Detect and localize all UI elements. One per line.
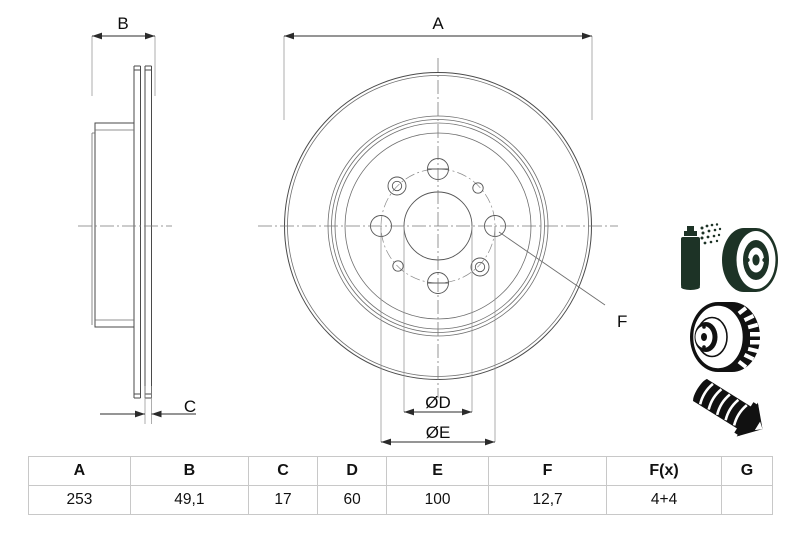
table-value-cell: 49,1	[129, 485, 249, 515]
specification-table: A B C D E F F(x) G 253 49,1 17 60 100 12…	[28, 456, 774, 515]
dimension-A	[283, 32, 593, 120]
table-header-cell: A	[28, 456, 131, 486]
label-OE: ØE	[426, 423, 451, 442]
label-OD: ØD	[425, 393, 451, 412]
table-value-cell: 12,7	[487, 485, 608, 515]
label-C: C	[184, 397, 196, 416]
countersunk-screw-icon	[692, 378, 763, 437]
table-value-cell: 17	[247, 485, 319, 515]
side-view-group	[78, 32, 196, 424]
table-header-cell: F(x)	[606, 456, 722, 486]
leader-F	[498, 231, 606, 306]
table-header-cell: G	[720, 456, 774, 486]
table-header-cell: D	[317, 456, 388, 486]
small-location-holes	[392, 182, 484, 272]
dimension-C	[100, 386, 196, 424]
table-header-cell: C	[247, 456, 319, 486]
front-view-group: F	[258, 32, 627, 446]
table-value-cell: 60	[317, 485, 388, 515]
table-value-row: 253 49,1 17 60 100 12,7 4+4	[28, 485, 774, 515]
table-header-cell: E	[386, 456, 489, 486]
label-A: A	[432, 14, 444, 33]
table-header-cell: B	[129, 456, 249, 486]
dimension-B	[91, 32, 156, 96]
table-header-cell: F	[487, 456, 608, 486]
table-value-cell: 100	[386, 485, 489, 515]
label-F: F	[617, 312, 627, 331]
spray-can-and-disc-icon	[681, 223, 778, 292]
table-header-row: A B C D E F F(x) G	[28, 456, 774, 486]
ventilated-disc-icon	[690, 302, 760, 372]
product-icon-column	[672, 222, 796, 444]
dimension-OE	[380, 226, 496, 446]
dimension-OD	[403, 226, 473, 416]
retaining-screw-holes	[387, 176, 490, 277]
table-value-cell: 253	[28, 485, 131, 515]
label-B: B	[117, 14, 128, 33]
table-value-cell	[720, 485, 774, 515]
table-value-cell: 4+4	[606, 485, 722, 515]
